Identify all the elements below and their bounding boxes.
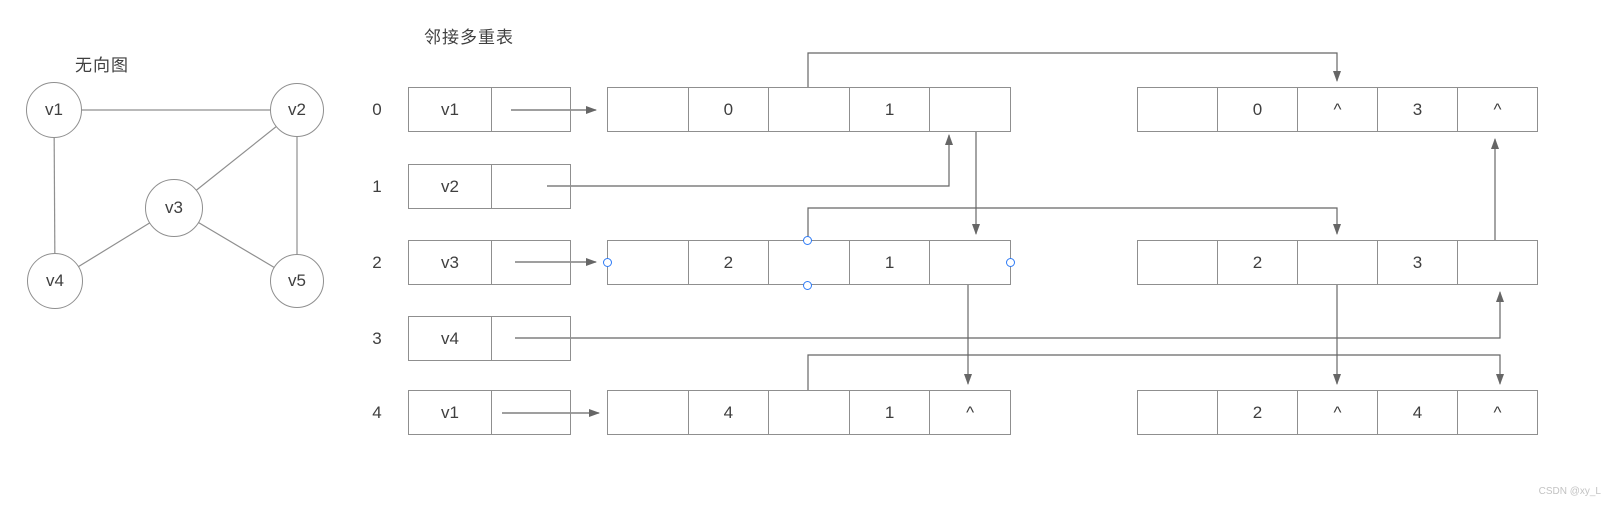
vertex-head-2[interactable]: v3 <box>408 240 571 285</box>
jvex-cell: 1 <box>848 241 930 284</box>
jvex-cell: 1 <box>848 88 930 131</box>
vertex-head-1[interactable]: v2 <box>408 164 571 209</box>
row-index-0: 0 <box>372 100 382 119</box>
jvex-cell: 3 <box>1377 241 1457 284</box>
watermark: CSDN @xy_L <box>1538 486 1601 497</box>
vertex-name-cell: v1 <box>441 99 459 119</box>
graph-vertex-v4[interactable]: v4 <box>27 253 83 309</box>
mark-cell <box>1138 391 1217 434</box>
jvex-cell: 1 <box>848 391 930 434</box>
connection-point-handle-bottom[interactable] <box>802 280 812 290</box>
vertex-head-3[interactable]: v4 <box>408 316 571 361</box>
edge-node-v3-v2[interactable]: 2 1 <box>607 240 1011 285</box>
ilink-cell: ^ <box>1297 88 1377 131</box>
mark-cell <box>608 88 688 131</box>
firstedge-pointer-cell <box>491 165 570 208</box>
mark-cell <box>1138 241 1217 284</box>
graph-vertex-v5[interactable]: v5 <box>270 254 324 308</box>
connection-point-handle-right[interactable] <box>1005 257 1015 267</box>
jlink-cell: ^ <box>1457 88 1537 131</box>
graph-vertex-v1[interactable]: v1 <box>26 82 82 138</box>
graph-edge-v1-v4[interactable] <box>53 109 56 282</box>
edge-node-v5-v2[interactable]: 4 1 ^ <box>607 390 1011 435</box>
vertex-label: v5 <box>288 271 306 290</box>
firstedge-pointer-cell <box>491 241 570 284</box>
jvex-cell: 4 <box>1377 391 1457 434</box>
ivex-cell: 0 <box>687 88 769 131</box>
vertex-label: v1 <box>45 100 63 119</box>
jlink-cell: ^ <box>929 391 1010 434</box>
vertex-label: v4 <box>46 271 64 290</box>
jlink-cell <box>929 88 1010 131</box>
vertex-name-cell: v2 <box>441 176 459 196</box>
connection-point-handle-left[interactable] <box>602 257 612 267</box>
ivex-cell: 0 <box>1217 88 1297 131</box>
row-index-1: 1 <box>372 177 382 196</box>
edge-node-v3-v4[interactable]: 2 3 <box>1137 240 1538 285</box>
ilink-cell <box>1297 241 1377 284</box>
graph-title: 无向图 <box>75 56 129 75</box>
arrow-head-v4[interactable] <box>515 291 1504 339</box>
multilist-title: 邻接多重表 <box>424 28 514 47</box>
vertex-name-cell: v1 <box>441 402 459 422</box>
row-index-3: 3 <box>372 329 382 348</box>
firstedge-pointer-cell <box>491 391 570 434</box>
mark-cell <box>608 241 688 284</box>
jlink-cell <box>1457 241 1537 284</box>
ilink-cell <box>768 241 849 284</box>
jlink-cell <box>929 241 1010 284</box>
arrow-head-v2[interactable] <box>547 134 953 187</box>
jlink-cell: ^ <box>1457 391 1537 434</box>
vertex-label: v3 <box>165 198 183 217</box>
edge-node-v1-v4[interactable]: 0 ^ 3 ^ <box>1137 87 1538 132</box>
arrow-edge-v1v2-ilink[interactable] <box>807 52 1341 87</box>
vertex-head-4[interactable]: v1 <box>408 390 571 435</box>
mark-cell <box>608 391 688 434</box>
edge-node-v3-v5[interactable]: 2 ^ 4 ^ <box>1137 390 1538 435</box>
ilink-cell <box>768 88 849 131</box>
arrow-edge-v3v2-ilink[interactable] <box>807 207 1341 240</box>
firstedge-pointer-cell <box>491 88 570 131</box>
firstedge-pointer-cell <box>491 317 570 360</box>
ivex-cell: 2 <box>1217 391 1297 434</box>
ilink-cell: ^ <box>1297 391 1377 434</box>
mark-cell <box>1138 88 1217 131</box>
edge-node-v1-v2[interactable]: 0 1 <box>607 87 1011 132</box>
vertex-label: v2 <box>288 100 306 119</box>
ivex-cell: 2 <box>1217 241 1297 284</box>
row-index-4: 4 <box>372 403 382 422</box>
vertex-name-cell: v3 <box>441 252 459 272</box>
connection-point-handle-top[interactable] <box>802 235 812 245</box>
jvex-cell: 3 <box>1377 88 1457 131</box>
ilink-cell <box>768 391 849 434</box>
graph-vertex-v2[interactable]: v2 <box>270 83 324 137</box>
arrow-edge-v5v2-ilink[interactable] <box>807 354 1504 390</box>
ivex-cell: 4 <box>687 391 769 434</box>
graph-vertex-v3[interactable]: v3 <box>145 179 203 237</box>
row-index-2: 2 <box>372 253 382 272</box>
vertex-head-0[interactable]: v1 <box>408 87 571 132</box>
vertex-name-cell: v4 <box>441 328 459 348</box>
ivex-cell: 2 <box>687 241 769 284</box>
